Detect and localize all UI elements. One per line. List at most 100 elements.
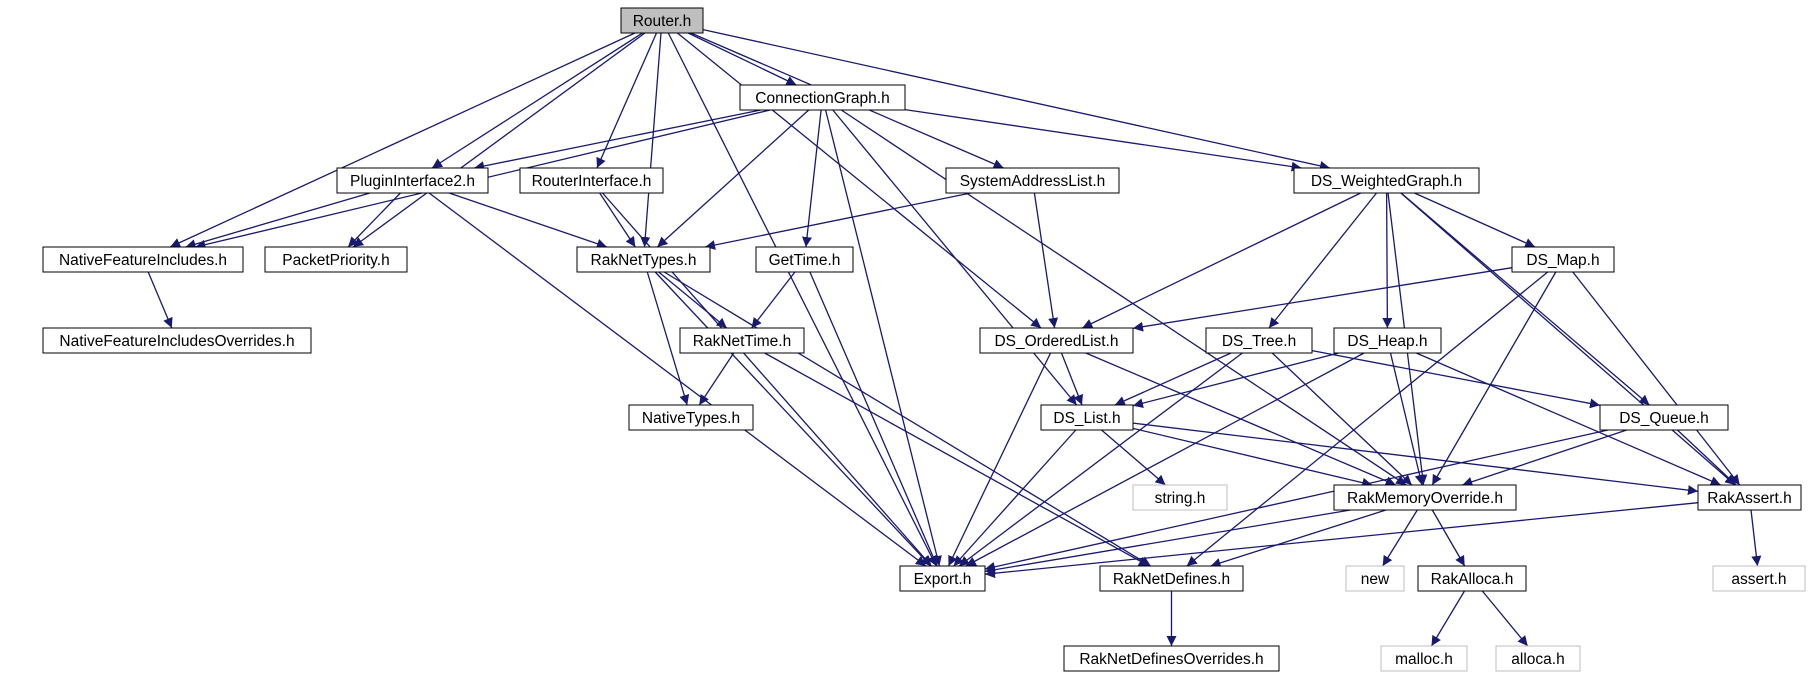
edge-raknettypes-to-export	[654, 271, 932, 567]
node-connectiongraph[interactable]: ConnectionGraph.h	[739, 84, 906, 111]
node-dsmap[interactable]: DS_Map.h	[1511, 246, 1615, 273]
node-plugininterface2[interactable]: PluginInterface2.h	[336, 167, 489, 194]
edge-raknettypes-to-nativetypes	[646, 271, 690, 406]
edge-plugininterface2-to-packetpriority	[347, 192, 401, 248]
node-label: alloca.h	[1511, 651, 1564, 668]
node-box	[1495, 645, 1581, 672]
node-dstree[interactable]: DS_Tree.h	[1205, 327, 1313, 354]
edge-dsmap-to-rakassert	[1572, 271, 1741, 486]
node-label: DS_List.h	[1053, 410, 1120, 427]
edge-rakmemoryoverride-to-rakalloca	[1431, 509, 1466, 567]
node-dslist[interactable]: DS_List.h	[1040, 404, 1134, 431]
node-box	[1380, 645, 1468, 672]
edges-layer	[147, 28, 1762, 647]
node-label: DS_Map.h	[1526, 252, 1599, 269]
edge-dsorderedlist-to-export	[947, 352, 1052, 567]
node-label: Router.h	[633, 13, 692, 30]
node-box	[1599, 404, 1729, 431]
edge-router-to-export	[667, 32, 937, 567]
edge-gettime-to-raknettime	[751, 271, 796, 329]
edge-dsmap-to-raknetdefines	[1186, 271, 1549, 567]
edge-plugininterface2-to-raknettypes	[448, 192, 608, 249]
edge-raknettime-to-nativetypes	[698, 352, 735, 406]
node-box	[1063, 645, 1280, 672]
node-box	[628, 404, 754, 431]
edge-nativefeatureincludes-to-nativefeatureincludesoverrides	[147, 271, 173, 329]
edge-dsweightedgraph-to-rakassert	[1400, 192, 1736, 486]
node-label: DS_WeightedGraph.h	[1311, 173, 1462, 190]
edge-dsorderedlist-to-dslist	[1060, 352, 1083, 406]
node-dsweightedgraph[interactable]: DS_WeightedGraph.h	[1293, 167, 1480, 194]
node-gettime[interactable]: GetTime.h	[755, 246, 854, 273]
node-label: ConnectionGraph.h	[755, 90, 889, 107]
edge-router-to-connectiongraph	[687, 32, 797, 86]
edge-dsmap-to-dsorderedlist	[1132, 267, 1513, 332]
node-systemaddresslist[interactable]: SystemAddressList.h	[945, 167, 1120, 194]
node-router[interactable]: Router.h	[620, 7, 704, 34]
node-box	[576, 246, 711, 273]
node-rakmemoryoverride[interactable]: RakMemoryOverride.h	[1333, 484, 1517, 511]
edge-dsweightedgraph-to-dsorderedlist	[1082, 192, 1361, 329]
edge-rakassert-to-export	[984, 502, 1699, 579]
node-dsorderedlist[interactable]: DS_OrderedList.h	[979, 327, 1134, 354]
node-label: GetTime.h	[769, 252, 841, 269]
node-box	[1511, 246, 1615, 273]
node-box	[519, 167, 664, 194]
node-nativefeatureincludes[interactable]: NativeFeatureIncludes.h	[42, 246, 244, 273]
node-box	[979, 327, 1134, 354]
node-label: assert.h	[1731, 571, 1786, 588]
edge-router-to-plugininterface2	[431, 32, 643, 169]
edge-systemaddresslist-to-dsorderedlist	[1033, 192, 1059, 329]
node-routerinterface[interactable]: RouterInterface.h	[519, 167, 664, 194]
node-label: new	[1361, 571, 1390, 588]
node-export[interactable]: Export.h	[899, 565, 986, 592]
edge-dslist-to-string	[1101, 429, 1166, 486]
node-dsqueue[interactable]: DS_Queue.h	[1599, 404, 1729, 431]
node-string: string.h	[1132, 484, 1228, 511]
edge-router-to-routerinterface	[596, 32, 658, 169]
node-box	[679, 327, 805, 354]
node-box	[620, 7, 704, 34]
node-raknettime[interactable]: RakNetTime.h	[679, 327, 805, 354]
node-label: DS_OrderedList.h	[994, 333, 1118, 350]
edge-rakalloca-to-alloca	[1481, 590, 1529, 647]
edge-plugininterface2-to-export	[428, 192, 927, 567]
node-rakalloca[interactable]: RakAlloca.h	[1417, 565, 1527, 592]
node-nativefeatureincludesoverrides[interactable]: NativeFeatureIncludesOverrides.h	[42, 327, 312, 354]
node-dsheap[interactable]: DS_Heap.h	[1333, 327, 1442, 354]
node-label: DS_Queue.h	[1619, 410, 1709, 427]
edge-router-to-dsorderedlist	[676, 32, 1042, 329]
edge-dsweightedgraph-to-dsmap	[1414, 192, 1536, 248]
edge-dstree-to-dsqueue	[1311, 349, 1601, 409]
node-label: RakNetDefinesOverrides.h	[1079, 651, 1263, 668]
node-box	[42, 327, 312, 354]
node-label: NativeTypes.h	[642, 410, 740, 427]
edge-connectiongraph-to-gettime	[802, 109, 822, 248]
node-label: RouterInterface.h	[532, 173, 652, 190]
node-raknetdefinesoverrides[interactable]: RakNetDefinesOverrides.h	[1063, 645, 1280, 672]
node-nativetypes[interactable]: NativeTypes.h	[628, 404, 754, 431]
node-box	[1697, 484, 1802, 511]
edge-dsweightedgraph-to-dstree	[1268, 192, 1378, 329]
edge-dsheap-to-rakmemoryoverride	[1389, 352, 1425, 486]
edge-rakalloca-to-malloc	[1430, 590, 1466, 647]
node-new: new	[1345, 565, 1405, 592]
edge-dslist-to-rakmemoryoverride	[1132, 427, 1373, 488]
node-label: malloc.h	[1395, 651, 1453, 668]
node-box	[899, 565, 986, 592]
edge-connectiongraph-to-dslist	[832, 109, 1078, 406]
edge-routerinterface-to-raknettypes	[599, 192, 636, 248]
edge-router-to-dsweightedgraph	[702, 28, 1331, 171]
node-label: string.h	[1155, 490, 1206, 507]
node-raknetdefines[interactable]: RakNetDefines.h	[1099, 565, 1244, 592]
node-packetpriority[interactable]: PacketPriority.h	[264, 246, 408, 273]
node-rakassert[interactable]: RakAssert.h	[1697, 484, 1802, 511]
edge-raknettime-to-raknetdefines	[764, 352, 1150, 567]
node-box	[1293, 167, 1480, 194]
node-box	[336, 167, 489, 194]
node-box	[1205, 327, 1313, 354]
node-box	[42, 246, 244, 273]
edge-router-to-packetpriority	[352, 32, 646, 248]
node-raknettypes[interactable]: RakNetTypes.h	[576, 246, 711, 273]
